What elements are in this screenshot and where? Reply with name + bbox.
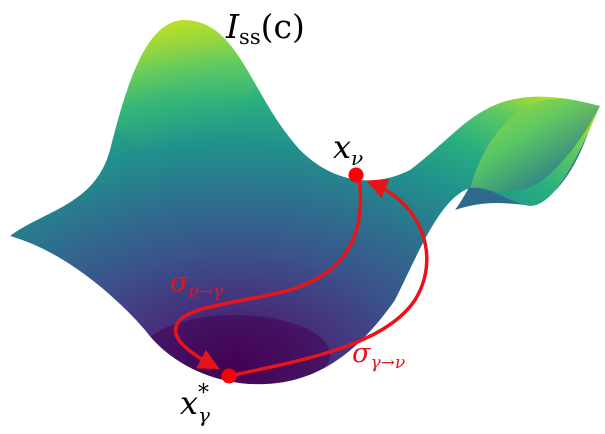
node-x-nu bbox=[348, 167, 364, 183]
title-base: I bbox=[225, 7, 240, 46]
label-x-nu-subscript: ν bbox=[351, 146, 363, 170]
label-sigma-nu-gamma-symbol: σ bbox=[170, 267, 190, 298]
path-sigma-nu-to-gamma bbox=[173, 175, 363, 369]
node-x-gamma-star bbox=[221, 368, 237, 384]
label-x-gamma-symbol: x bbox=[180, 384, 198, 422]
path-sigma-gamma-to-nu bbox=[228, 178, 429, 378]
label-x-nu: xν bbox=[333, 128, 363, 170]
label-sigma-nu-to-gamma: σν→γ bbox=[170, 267, 224, 302]
label-sigma-gamma-nu-symbol: σ bbox=[352, 338, 372, 369]
surface-ridge-highlight bbox=[470, 98, 600, 192]
label-sigma-nu-gamma-subscript: ν→γ bbox=[188, 282, 224, 302]
title-subscript: ss bbox=[239, 25, 261, 49]
label-sigma-gamma-to-nu: σγ→ν bbox=[352, 338, 405, 373]
label-sigma-gamma-nu-subscript: γ→ν bbox=[370, 353, 405, 373]
title-argument: (c) bbox=[261, 7, 305, 46]
label-x-gamma-subscript: γ bbox=[198, 403, 210, 427]
figure-title: Iss(c) bbox=[225, 7, 305, 49]
surface-well-shadow bbox=[140, 315, 330, 385]
label-x-gamma-star: x*γ bbox=[180, 381, 210, 427]
label-x-nu-symbol: x bbox=[333, 128, 351, 166]
label-x-gamma-superscript: * bbox=[198, 381, 209, 406]
